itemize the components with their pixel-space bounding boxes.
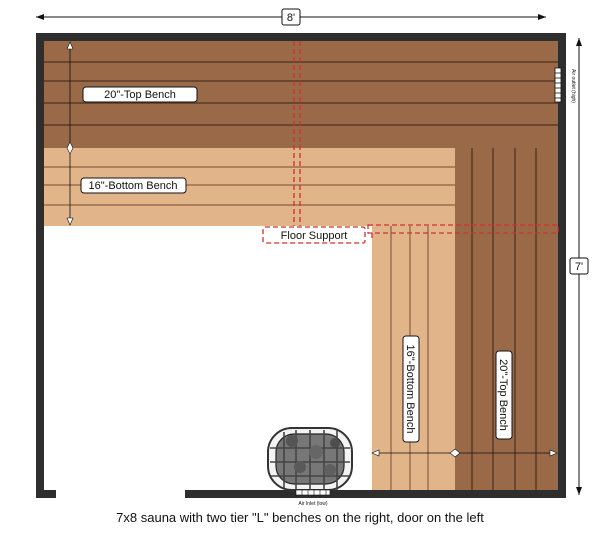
width-label: 8': [287, 12, 295, 24]
svg-text:16"-Bottom Bench: 16"-Bottom Bench: [404, 345, 416, 434]
right-bench-depth-markers: [371, 448, 558, 458]
svg-text:20"-Top Bench: 20"-Top Bench: [497, 359, 509, 431]
floor-support-label: Floor Support: [281, 230, 348, 242]
label-top-bench-horizontal: 20"-Top Bench: [82, 86, 198, 103]
left-bench-depth-markers: [66, 41, 74, 226]
svg-text:16"-Bottom Bench: 16"-Bottom Bench: [89, 180, 178, 192]
svg-text:20"-Top Bench: 20"-Top Bench: [104, 89, 176, 101]
wall-bottom-right: [185, 490, 566, 498]
wall-bottom-left: [36, 490, 56, 498]
air-outlet-vent: [554, 67, 562, 103]
height-dimension: 7': [569, 38, 589, 495]
width-dimension: 8': [36, 8, 546, 26]
height-label: 7': [575, 261, 583, 273]
air-inlet-vent: [295, 489, 331, 496]
diagram-caption: 7x8 sauna with two tier "L" benches on t…: [116, 510, 484, 525]
label-bottom-bench-vertical: 16"-Bottom Bench: [402, 335, 420, 443]
air-outlet-label: Air outlet (high): [570, 69, 576, 103]
floor-support: [262, 41, 559, 244]
sauna-walls: [36, 33, 566, 498]
bottom-bench-horizontal: [44, 148, 455, 226]
label-bottom-bench-horizontal: 16"-Bottom Bench: [80, 177, 187, 194]
air-inlet-label: Air Inlet (low): [298, 501, 328, 507]
sauna-heater-icon: [267, 427, 353, 491]
label-top-bench-vertical: 20"-Top Bench: [495, 350, 513, 440]
